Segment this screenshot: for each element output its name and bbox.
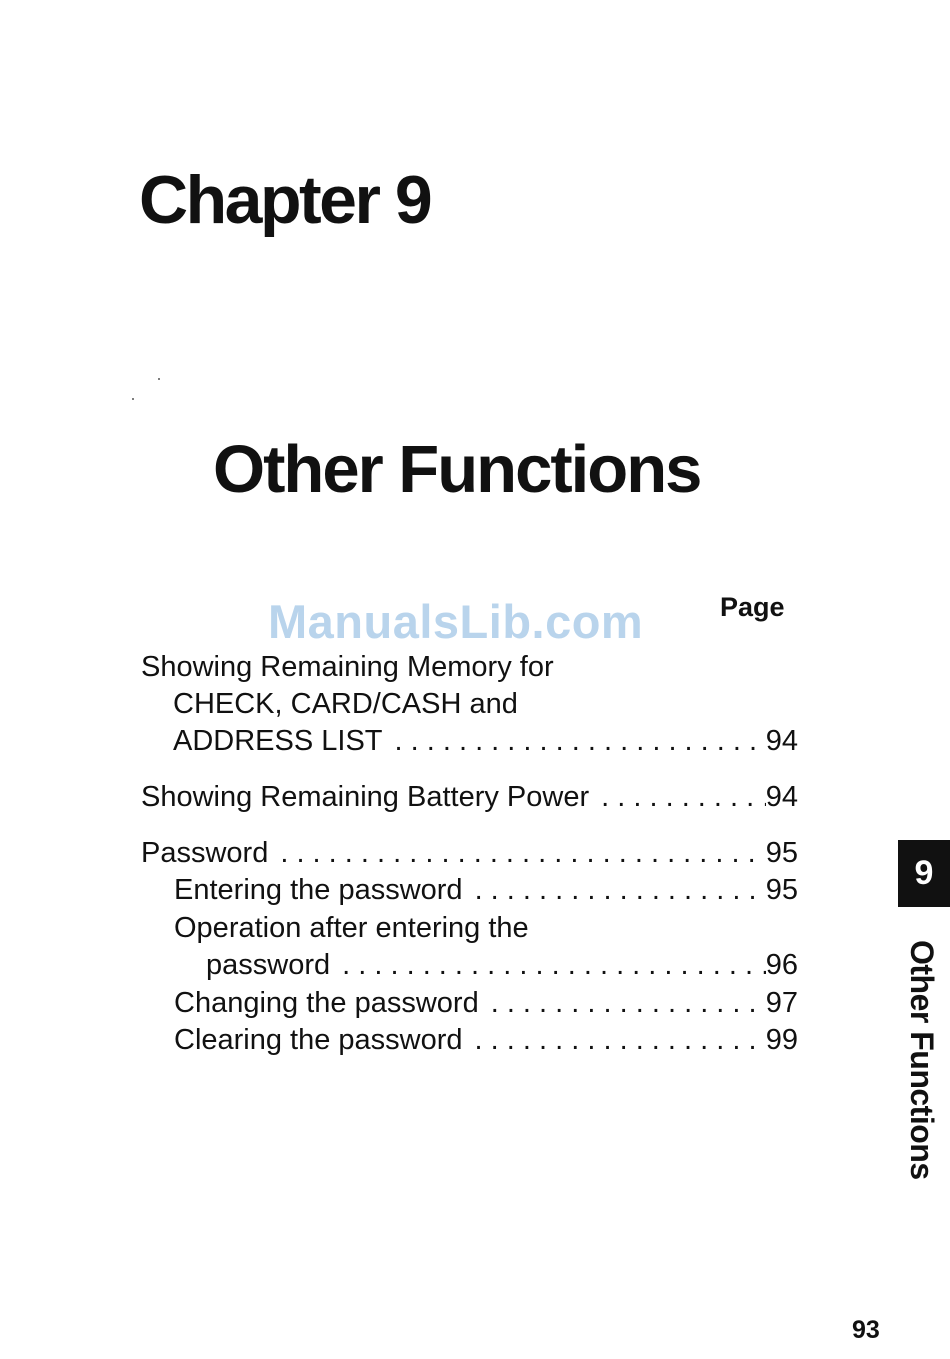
chapter-title: Other Functions <box>213 436 700 503</box>
toc-entry-text: password <box>206 946 330 984</box>
toc-entry-line: CHECK, CARD/CASH and <box>173 685 518 723</box>
toc-entry: ADDRESS LIST 94 <box>173 722 798 760</box>
dot-leader <box>383 722 766 760</box>
scan-speck <box>158 378 160 380</box>
dot-leader <box>268 834 765 872</box>
toc-entry-text: Showing Remaining Battery Power <box>141 778 589 816</box>
toc-entry-text: ADDRESS LIST <box>173 722 383 760</box>
toc-page-number: 95 <box>766 871 798 909</box>
dot-leader <box>330 946 766 984</box>
toc-entry: Showing Remaining Battery Power 94 <box>141 778 798 816</box>
toc-entry-text: Entering the password <box>174 871 463 909</box>
toc-entry: password 96 <box>206 946 798 984</box>
toc-entry: Password 95 <box>141 834 798 872</box>
toc-entry: Changing the password 97 <box>174 984 798 1022</box>
toc-page-number: 97 <box>766 984 798 1022</box>
chapter-tab-label: Other Functions <box>906 940 938 1180</box>
chapter-tab: 9 <box>898 840 950 907</box>
toc-entry: Entering the password 95 <box>174 871 798 909</box>
dot-leader <box>479 984 766 1022</box>
scan-speck <box>132 398 134 400</box>
dot-leader <box>463 871 766 909</box>
toc-entry: Clearing the password 99 <box>174 1021 798 1059</box>
toc-page-number: 94 <box>766 722 798 760</box>
toc-entry-text: Password <box>141 834 268 872</box>
page-number: 93 <box>852 1318 880 1343</box>
toc-entry-text: Changing the password <box>174 984 479 1022</box>
toc-page-number: 96 <box>766 946 798 984</box>
toc-entry-line: Showing Remaining Memory for <box>141 648 554 686</box>
dot-leader <box>463 1021 766 1059</box>
toc-entry-line: Operation after entering the <box>174 909 529 947</box>
toc-entry-text: Clearing the password <box>174 1021 463 1059</box>
toc-page-column-header: Page <box>720 594 785 621</box>
chapter-heading: Chapter 9 <box>139 166 430 234</box>
dot-leader <box>589 778 766 816</box>
toc-page-number: 99 <box>766 1021 798 1059</box>
watermark: ManualsLib.com <box>268 598 643 645</box>
toc-page-number: 94 <box>766 778 798 816</box>
toc-page-number: 95 <box>766 834 798 872</box>
